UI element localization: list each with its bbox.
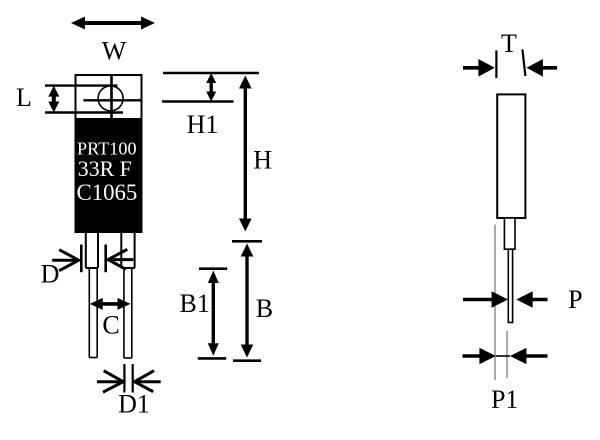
svg-text:D1: D1	[118, 390, 150, 419]
svg-text:B: B	[256, 294, 273, 323]
svg-text:P: P	[568, 285, 582, 314]
svg-text:C: C	[102, 311, 119, 340]
svg-text:T: T	[501, 29, 517, 58]
svg-text:C1065: C1065	[77, 180, 138, 205]
svg-text:P1: P1	[491, 385, 518, 414]
svg-text:H1: H1	[187, 110, 219, 139]
svg-text:33R F: 33R F	[78, 157, 132, 181]
svg-text:W: W	[102, 37, 127, 66]
svg-text:B1: B1	[180, 289, 210, 318]
svg-text:D: D	[41, 260, 60, 289]
svg-text:L: L	[16, 83, 32, 112]
svg-text:PRT100: PRT100	[77, 139, 137, 159]
svg-text:H: H	[253, 146, 272, 175]
